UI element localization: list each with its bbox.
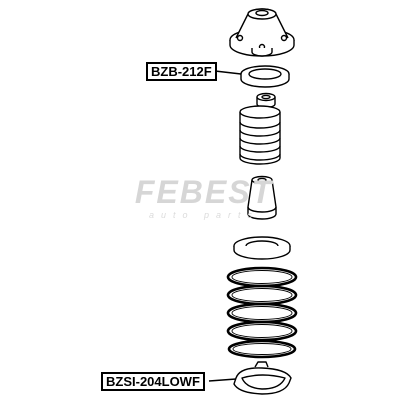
upper-spring-seat	[233, 236, 291, 260]
strut-mount-bearing	[240, 65, 290, 88]
strut-top-mount	[229, 8, 295, 57]
secondary-bump-stop	[247, 175, 277, 220]
part-number-label-top[interactable]: BZB-212F	[146, 62, 217, 81]
bump-stop	[256, 92, 276, 109]
dust-boot	[239, 105, 281, 165]
brand-watermark-tagline: auto parts	[148, 210, 260, 220]
leader-line-bottom	[208, 378, 237, 382]
leader-line-top	[214, 70, 242, 75]
brand-watermark: FEBEST	[134, 174, 274, 210]
coil-spring	[226, 266, 298, 359]
part-number-label-bottom[interactable]: BZSI-204LOWF	[101, 372, 205, 391]
lower-spring-insulator	[233, 361, 292, 395]
